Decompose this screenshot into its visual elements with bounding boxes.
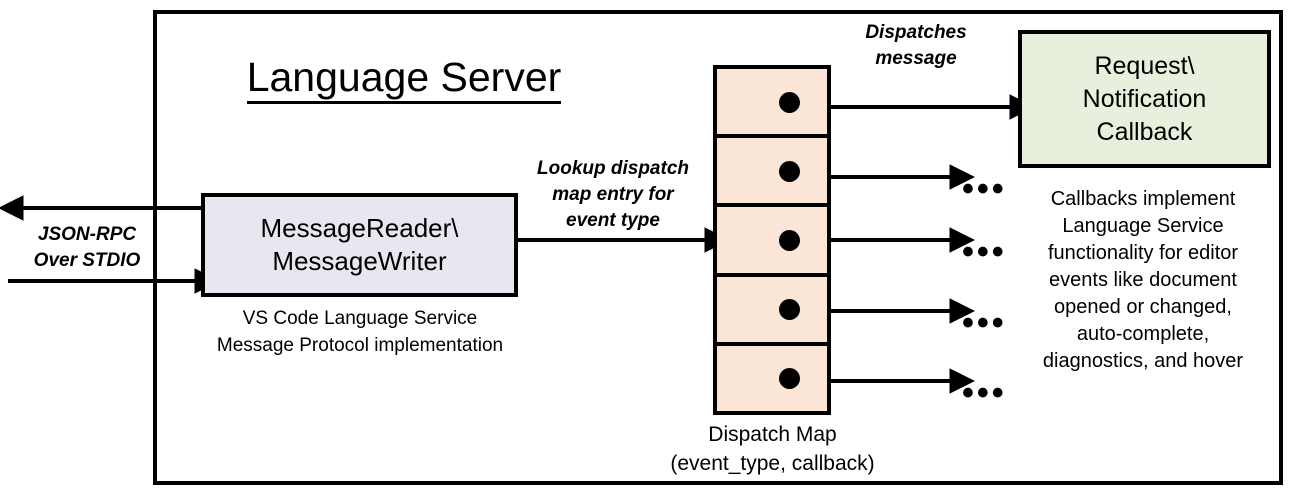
jsonrpc-label-line1: JSON-RPC [37,224,137,245]
dispatch-map-row[interactable] [717,346,827,411]
dispatch-map-caption-line2: (event_type, callback) [670,452,875,475]
message-io-caption-line2: Message Protocol implementation [216,335,504,356]
callback-pointer-dot [779,91,800,113]
page-title-text: Language Server [246,54,562,104]
callback-pointer-dot [779,299,800,321]
dispatches-message-label: Dispatches message [838,20,994,72]
dispatch-map-caption-line1: Dispatch Map [708,423,837,446]
lookup-label-line1: Lookup dispatch [537,158,689,179]
message-reader-writer-line2: MessageWriter [272,246,447,276]
callback-description-caption: Callbacks implement Language Service fun… [1010,186,1276,375]
message-reader-writer-label: MessageReader\ MessageWriter [261,212,459,278]
ellipsis-marker-5: ••• [962,374,1007,412]
callback-box-line3: Callback [1096,117,1193,146]
callback-caption-line5: opened or changed, [1054,296,1232,318]
dispatch-map-row[interactable] [717,138,827,208]
message-io-caption-line1: VS Code Language Service [242,308,478,329]
callback-caption-line7: diagnostics, and hover [1042,350,1244,372]
dispatches-label-line1: Dispatches [865,22,967,43]
callback-box-line2: Notification [1082,84,1207,113]
lookup-label-line3: event type [566,210,660,231]
ellipsis-marker-4: ••• [962,304,1007,342]
callback-pointer-dot [779,160,800,182]
dispatch-map-row[interactable] [717,277,827,346]
dispatch-map-row[interactable] [717,69,827,139]
callback-caption-line1: Callbacks implement [1050,188,1236,210]
dispatches-label-line2: message [875,48,957,69]
callback-pointer-dot [779,368,800,390]
callback-caption-line4: events like document [1049,269,1237,291]
jsonrpc-label-line2: Over STDIO [33,250,141,271]
message-reader-writer-box[interactable]: MessageReader\ MessageWriter [201,193,518,297]
ellipsis-marker-3: ••• [962,233,1007,271]
callback-box-line1: Request\ [1094,51,1195,80]
callback-caption-line3: functionality for editor [1047,242,1239,264]
language-server-boundary [153,10,1283,485]
jsonrpc-protocol-label: JSON-RPC Over STDIO [22,222,152,274]
callback-pointer-dot [779,230,800,251]
dispatch-map-caption: Dispatch Map (event_type, callback) [650,420,895,478]
dispatch-map-table[interactable] [713,65,831,415]
message-reader-writer-caption: VS Code Language Service Message Protoco… [186,305,534,359]
request-notification-callback-box[interactable]: Request\ Notification Callback [1018,30,1271,168]
message-reader-writer-line1: MessageReader\ [260,213,459,243]
callback-box-label: Request\ Notification Callback [1083,50,1207,149]
dispatch-map-row[interactable] [717,207,827,277]
callback-caption-line2: Language Service [1062,215,1224,237]
lookup-dispatch-label: Lookup dispatch map entry for event type [519,156,707,234]
ellipsis-marker-2: ••• [962,170,1007,208]
callback-caption-line6: auto-complete, [1076,323,1210,345]
page-title: Language Server [234,52,574,104]
lookup-label-line2: map entry for [552,184,674,205]
